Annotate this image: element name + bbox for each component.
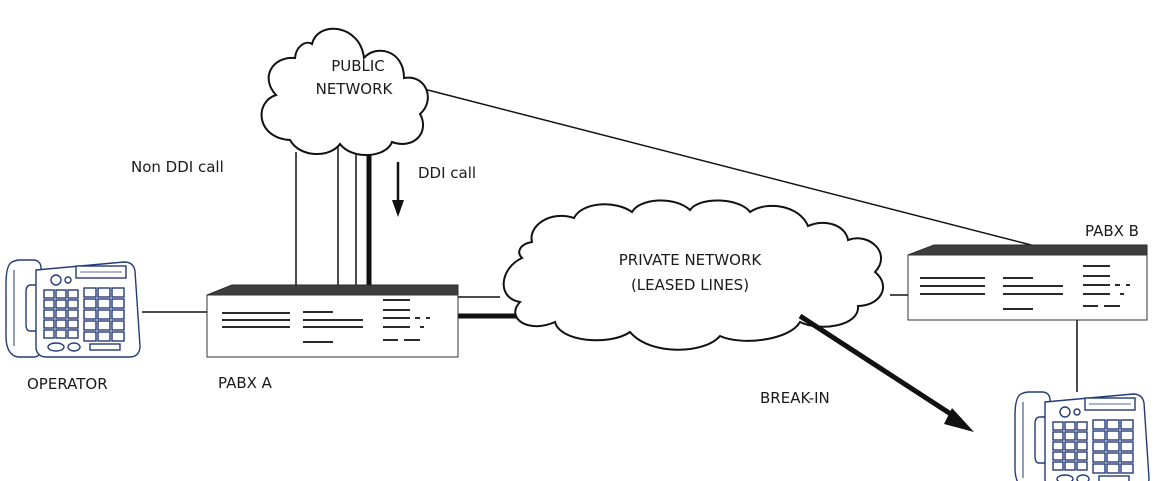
pabx-a xyxy=(206,284,459,358)
private-network-label-line2: (LEASED LINES) xyxy=(631,276,749,294)
public-network-label-line1: PUBLIC xyxy=(331,57,385,75)
public-network-cloud xyxy=(260,27,429,157)
private-network-label-line1: PRIVATE NETWORK xyxy=(619,251,763,269)
link-public-to-pabx-b xyxy=(419,87,1036,247)
private-network-cloud xyxy=(502,199,885,351)
ddi-call-label: DDI call xyxy=(418,164,476,182)
break-in-arrow xyxy=(798,313,974,432)
pabx-b xyxy=(907,244,1148,321)
desk-phone-icon xyxy=(1014,391,1150,481)
ddi-call-arrow xyxy=(392,162,404,217)
non-ddi-call-label: Non DDI call xyxy=(131,158,224,176)
break-in-label: BREAK-IN xyxy=(760,389,830,407)
public-network-label-line2: NETWORK xyxy=(316,80,394,98)
operator-label: OPERATOR xyxy=(27,375,108,393)
pabx-b-label: PABX B xyxy=(1085,222,1139,240)
pabx-a-label: PABX A xyxy=(218,374,273,392)
desk-phone-icon xyxy=(5,259,141,358)
